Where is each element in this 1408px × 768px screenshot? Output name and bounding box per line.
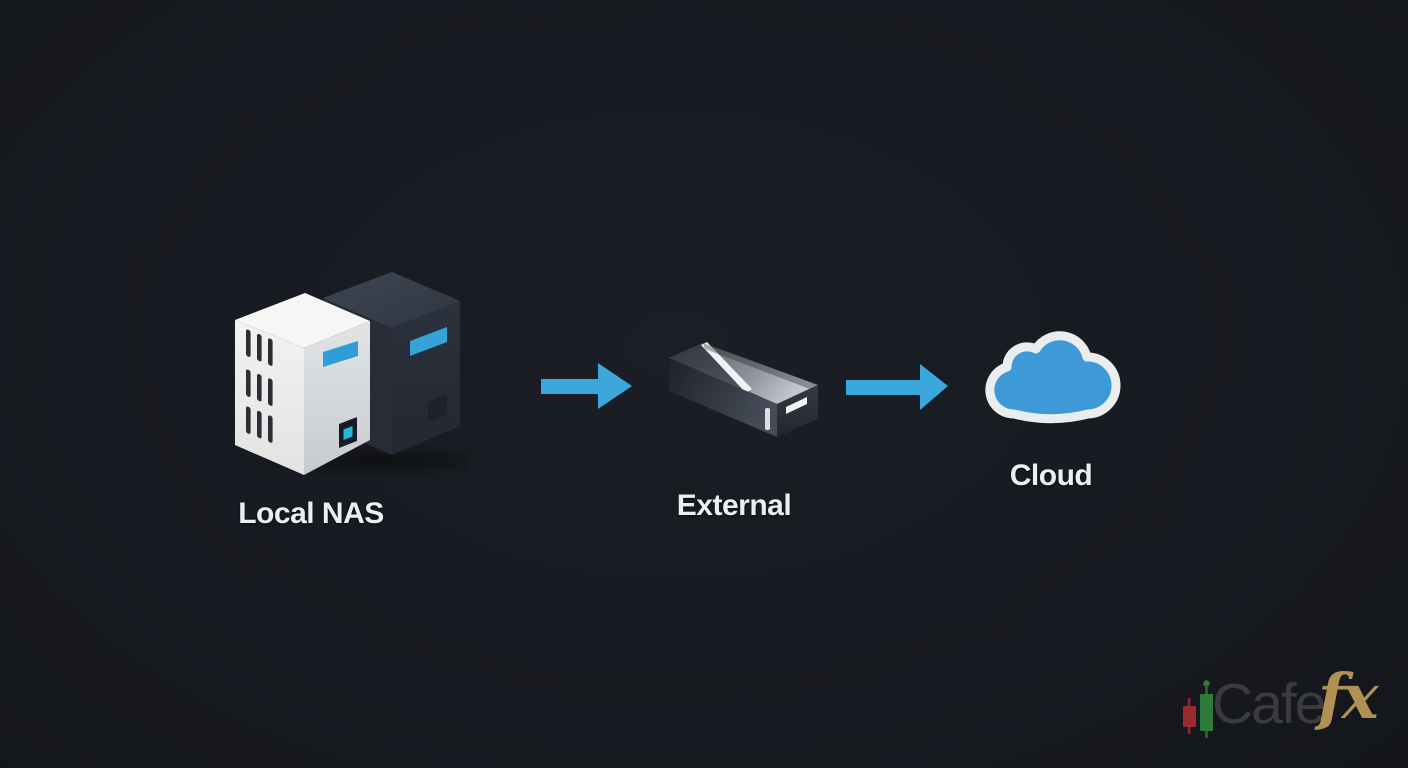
- brand-watermark: Cafe fx: [1168, 664, 1408, 764]
- nas-towers-icon: [235, 272, 468, 479]
- arrow-right-icon: [541, 363, 632, 409]
- arrow-right-icon: [846, 364, 948, 410]
- cloud-label: Cloud: [1009, 459, 1093, 492]
- external-drive-icon: [669, 342, 818, 437]
- brand-text-fx: fx: [1318, 660, 1379, 733]
- candlestick-chart-icon: [1183, 680, 1213, 738]
- brand-text-cafe: Cafe: [1212, 672, 1326, 736]
- external-label: External: [676, 489, 792, 522]
- cloud-icon: [985, 331, 1121, 424]
- local-nas-label: Local NAS: [238, 497, 384, 530]
